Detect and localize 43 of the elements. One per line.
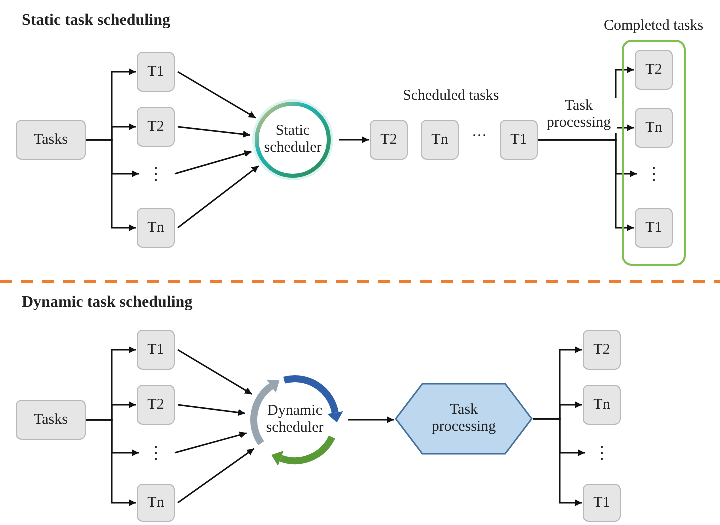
ellipsis-text: ⋮ <box>586 437 618 469</box>
task-box: T1 <box>137 330 175 370</box>
task-box: Tasks <box>16 400 86 440</box>
ellipsis-text: ⋮ <box>140 437 172 469</box>
task-box: T1 <box>500 120 538 160</box>
task-box: T1 <box>583 484 621 522</box>
arrow <box>174 150 252 175</box>
task-box: Tn <box>421 120 459 160</box>
caption-text: Scheduled tasks <box>403 88 500 105</box>
arrow <box>178 166 260 229</box>
arrow <box>533 418 582 506</box>
node-label: Dynamic scheduler <box>265 402 325 438</box>
task-box: T2 <box>583 330 621 370</box>
task-box: T1 <box>137 52 175 92</box>
arrow <box>178 71 256 119</box>
ellipsis-text: … <box>472 124 487 141</box>
ellipsis-text: ⋮ <box>140 158 172 190</box>
task-box: T2 <box>370 120 408 160</box>
section-title: Static task scheduling <box>22 12 170 30</box>
task-box: Tn <box>635 108 673 148</box>
arrow <box>174 432 247 454</box>
task-box: Tasks <box>16 120 86 160</box>
arrow <box>178 448 255 504</box>
task-box: T1 <box>635 208 673 248</box>
task-box: Tn <box>583 385 621 425</box>
group-heading: Completed tasks <box>604 18 704 35</box>
task-box: Tn <box>137 208 175 248</box>
arrow <box>538 139 634 232</box>
arrow <box>339 136 369 144</box>
node-label: Task processing <box>430 402 498 436</box>
arrow <box>348 416 394 424</box>
task-box: Tn <box>137 484 175 522</box>
arrow <box>178 126 250 138</box>
node-label: Static scheduler <box>263 122 323 158</box>
arrow <box>178 404 246 416</box>
ellipsis-text: ⋮ <box>638 158 670 190</box>
task-box: T2 <box>137 107 175 147</box>
task-box: T2 <box>635 50 673 90</box>
arrow <box>178 349 252 395</box>
arrow <box>86 419 136 506</box>
section-title: Dynamic task scheduling <box>22 294 193 312</box>
arrow <box>86 139 136 232</box>
task-box: T2 <box>137 385 175 425</box>
